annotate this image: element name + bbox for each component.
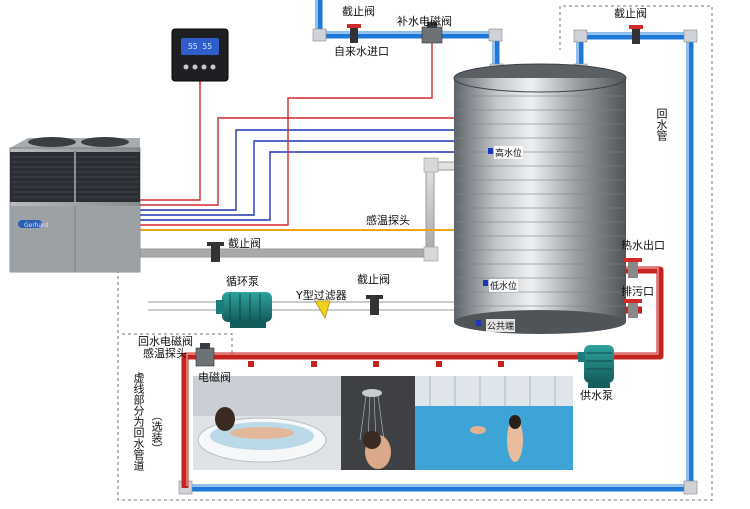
label-dashed-note: 虚线部分为回水管道 [132, 372, 145, 471]
controller-display: 55 55 [181, 38, 219, 55]
label-supply-pump: 供水泵 [580, 389, 613, 402]
wired-controller [171, 28, 229, 82]
stop-valve-low [366, 295, 383, 315]
label-return-pipe: 回水管 [655, 108, 668, 141]
gray-pipes [140, 161, 460, 311]
label-low-level: 低水位 [489, 279, 519, 292]
circulation-pump [216, 292, 272, 328]
label-temp-probe: 感温探头 [366, 214, 410, 227]
hot-outlet-valve [624, 258, 642, 278]
label-stop-valve-mid: 截止阀 [228, 237, 261, 250]
label-tap-water-inlet: 自来水进口 [334, 45, 389, 58]
unit-brand: Gerhard [24, 222, 49, 229]
drain-valve [624, 299, 642, 318]
label-makeup-solenoid: 补水电磁阀 [397, 15, 452, 28]
supply-pump [578, 345, 614, 388]
photo-bathtub [193, 376, 341, 470]
signal-wires [140, 42, 491, 328]
label-hot-outlet: 热水出口 [621, 239, 665, 252]
label-return-probe: 感温探头 [143, 347, 187, 360]
heat-pump-unit [9, 137, 141, 273]
label-return-solenoid: 回水电磁阀 [138, 335, 193, 348]
label-stop-valve-right: 截止阀 [614, 7, 647, 20]
label-high-level: 高水位 [494, 146, 524, 159]
label-stop-valve-low: 截止阀 [357, 273, 390, 286]
photo-shower [341, 376, 415, 470]
return-solenoid-valve [195, 343, 215, 367]
makeup-solenoid-valve [421, 22, 443, 44]
stop-valve-top [347, 24, 361, 43]
label-stop-valve-top: 截止阀 [342, 5, 375, 18]
photo-pool [415, 376, 573, 470]
label-y-filter: Y型过滤器 [296, 289, 347, 302]
label-solenoid-valve: 电磁阀 [198, 371, 231, 384]
stop-valve-right [629, 25, 643, 44]
stop-valve-mid [207, 242, 224, 262]
label-common-end: 公共端 [486, 319, 516, 332]
label-drain-outlet: 排污口 [621, 285, 654, 298]
label-optional: （选装） [150, 410, 163, 454]
y-filter [314, 300, 331, 319]
label-circ-pump: 循环泵 [226, 275, 259, 288]
water-tank [453, 63, 627, 334]
